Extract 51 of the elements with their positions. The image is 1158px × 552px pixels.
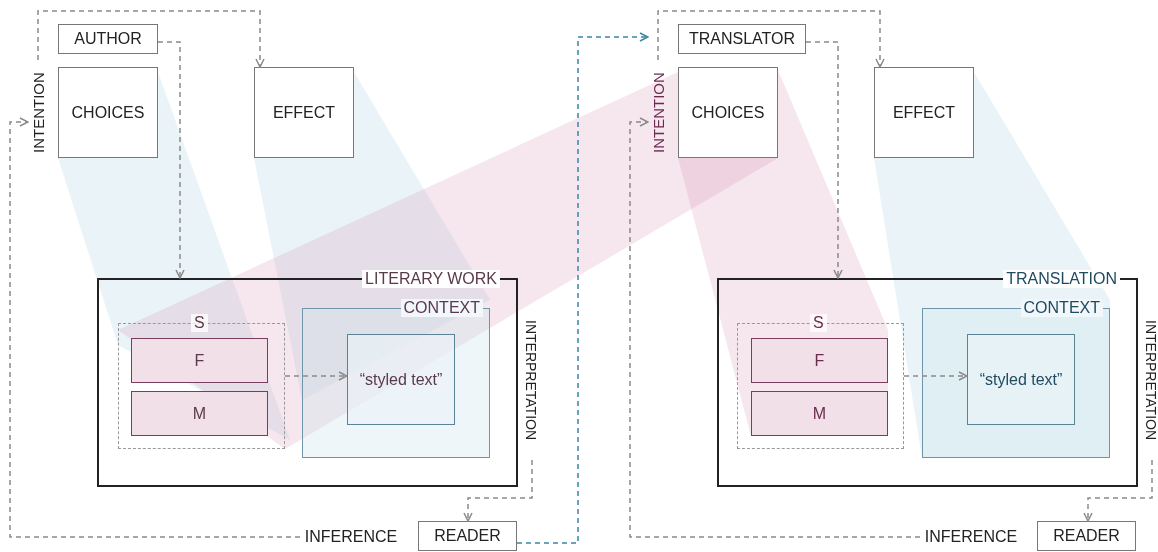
dashed-arrow — [516, 32, 649, 544]
flow-label: INFERENCE — [300, 527, 402, 547]
box-label: M — [192, 404, 207, 423]
dashed-arrow — [1083, 459, 1153, 522]
flow-label: INTERPRETATION — [521, 300, 541, 460]
text-box — [874, 67, 974, 158]
box-label: “styled text” — [359, 370, 443, 389]
box-label: READER — [434, 527, 501, 545]
text-box — [58, 67, 158, 158]
frame-title: S — [810, 314, 827, 332]
text-box — [678, 67, 778, 158]
component-box — [751, 338, 888, 383]
frame-title: CONTEXT — [1020, 299, 1103, 317]
box-label: F — [814, 351, 825, 370]
dashed-arrow — [805, 41, 843, 279]
flow-label: INTERPRETATION — [1141, 300, 1158, 460]
frame-title: TRANSLATION — [1003, 270, 1120, 288]
frame-title: S — [191, 314, 208, 332]
text-box — [58, 24, 158, 54]
text-box — [678, 24, 806, 54]
box-label: EFFECT — [272, 103, 336, 122]
dashed-arrow — [284, 371, 348, 381]
frame-title: CONTEXT — [400, 299, 483, 317]
box-label: CHOICES — [71, 103, 145, 122]
box-label: EFFECT — [892, 103, 956, 122]
dashed-arrow — [629, 117, 921, 538]
box-label: AUTHOR — [74, 30, 142, 48]
dashed-arrow — [37, 10, 265, 68]
box-label: “styled text” — [979, 370, 1063, 389]
text-box — [1037, 521, 1136, 551]
box-label: F — [194, 351, 205, 370]
component-box — [131, 338, 268, 383]
box-label: M — [812, 404, 827, 423]
dashed-arrow — [463, 459, 533, 522]
dashed-arrow — [9, 117, 301, 538]
dashed-arrow — [903, 371, 968, 381]
frame-title: LITERARY WORK — [362, 270, 500, 288]
dashed-arrow — [657, 10, 885, 68]
box-label: TRANSLATOR — [688, 30, 796, 48]
text-box — [254, 67, 354, 158]
component-box — [131, 391, 268, 436]
component-box — [751, 391, 888, 436]
flow-label: INFERENCE — [920, 527, 1022, 547]
text-sample-box — [347, 334, 455, 425]
text-box — [418, 521, 517, 551]
text-sample-box — [967, 334, 1075, 425]
dashed-arrow — [157, 41, 185, 279]
box-label: READER — [1053, 527, 1120, 545]
flow-label: INTENTION — [28, 60, 48, 166]
box-label: CHOICES — [691, 103, 765, 122]
flow-label: INTENTION — [648, 60, 668, 166]
